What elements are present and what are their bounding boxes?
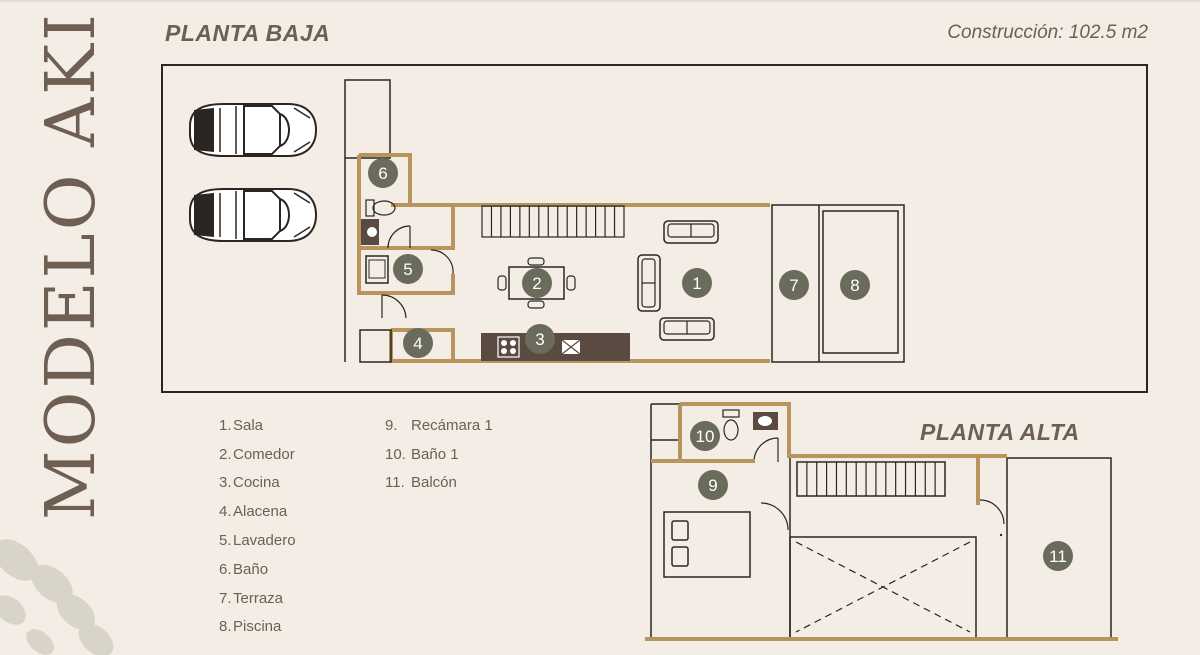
legend-column-b: 9. Recámara 1 10. Baño 1 11. Balcón bbox=[385, 411, 493, 497]
construction-area: Construcción: 102.5 m2 bbox=[947, 22, 1148, 43]
legend-number: 5. bbox=[219, 532, 232, 550]
legend-item: 5.Lavadero bbox=[219, 526, 296, 555]
room-marker-10: 10 bbox=[690, 421, 720, 451]
svg-text:9: 9 bbox=[708, 476, 717, 495]
legend-number: 6. bbox=[219, 560, 232, 578]
svg-text:3: 3 bbox=[535, 330, 544, 349]
svg-text:10: 10 bbox=[696, 427, 715, 446]
legend-label: Sala bbox=[233, 416, 264, 434]
room-marker-8: 8 bbox=[840, 270, 870, 300]
legend-number: 8. bbox=[219, 618, 232, 636]
legend-label: Piscina bbox=[233, 618, 282, 636]
ground-floor-title: PLANTA BAJA bbox=[165, 20, 331, 46]
legend-item: 1.Sala bbox=[219, 411, 296, 440]
sofa-icon bbox=[659, 317, 715, 341]
toilet-icon bbox=[365, 199, 396, 217]
car-icon bbox=[189, 188, 317, 242]
dining-table bbox=[497, 257, 576, 309]
top-divider bbox=[0, 0, 1200, 2]
room-marker-11: 11 bbox=[1043, 541, 1073, 571]
room-marker-1: 1 bbox=[682, 268, 712, 298]
legend-item: 10. Baño 1 bbox=[385, 440, 493, 469]
legend-item: 6.Baño bbox=[219, 555, 296, 584]
legend-number: 1. bbox=[219, 416, 232, 434]
stairs bbox=[481, 205, 625, 238]
legend-label: Baño bbox=[233, 560, 269, 578]
room-marker-4: 4 bbox=[403, 328, 433, 358]
stove-icon bbox=[497, 336, 520, 358]
legend-number: 4. bbox=[219, 503, 232, 521]
bed-icon bbox=[663, 511, 751, 578]
svg-text:2: 2 bbox=[532, 274, 541, 293]
legend-number: 10. bbox=[385, 445, 406, 463]
kitchen-sink-icon bbox=[561, 339, 581, 355]
room-marker-9: 9 bbox=[698, 470, 728, 500]
legend-item: 2.Comedor bbox=[219, 440, 296, 469]
legend-label: Balcón bbox=[411, 474, 457, 492]
terrace-area bbox=[771, 204, 905, 363]
legend-item: 4.Alacena bbox=[219, 497, 296, 526]
upper-floor-title: PLANTA ALTA bbox=[920, 419, 1080, 445]
svg-text:11: 11 bbox=[1049, 547, 1067, 566]
svg-text:1: 1 bbox=[692, 274, 701, 293]
sofa-icon bbox=[663, 220, 719, 244]
legend-item: 11. Balcón bbox=[385, 469, 493, 498]
legend-number: 11. bbox=[385, 474, 405, 492]
legend-number: 3. bbox=[219, 474, 232, 492]
legend-item: 8.Piscina bbox=[219, 613, 296, 642]
toilet-icon bbox=[722, 409, 740, 441]
legend-label: Recámara 1 bbox=[411, 416, 493, 434]
room-marker-3: 3 bbox=[525, 324, 555, 354]
kitchen-counter bbox=[481, 333, 630, 361]
legend-label: Comedor bbox=[233, 445, 295, 463]
room-marker-6: 6 bbox=[368, 158, 398, 188]
legend-number: 7. bbox=[219, 589, 232, 607]
lot-boundary bbox=[161, 64, 1148, 393]
legend-item: 7.Terraza bbox=[219, 584, 296, 613]
legend-number: 9. bbox=[385, 416, 398, 434]
room-marker-2: 2 bbox=[522, 268, 552, 298]
washer-icon bbox=[365, 255, 389, 284]
car-icon bbox=[189, 103, 317, 157]
legend-label: Cocina bbox=[233, 474, 280, 492]
legend-item: 3.Cocina bbox=[219, 469, 296, 498]
svg-text:7: 7 bbox=[789, 276, 798, 295]
legend-number: 2. bbox=[219, 445, 232, 463]
legend-label: Baño 1 bbox=[411, 445, 459, 463]
legend-label: Lavadero bbox=[233, 532, 296, 550]
legend-label: Terraza bbox=[233, 589, 284, 607]
pool-area bbox=[822, 210, 899, 354]
svg-text:4: 4 bbox=[413, 334, 422, 353]
svg-text:8: 8 bbox=[850, 276, 859, 295]
legend-label: Alacena bbox=[233, 503, 288, 521]
sofa-icon bbox=[637, 254, 661, 312]
room-marker-7: 7 bbox=[779, 270, 809, 300]
legend-item: 9. Recámara 1 bbox=[385, 411, 493, 440]
svg-text:6: 6 bbox=[378, 164, 387, 183]
svg-text:5: 5 bbox=[403, 260, 412, 279]
room-marker-5: 5 bbox=[393, 254, 423, 284]
